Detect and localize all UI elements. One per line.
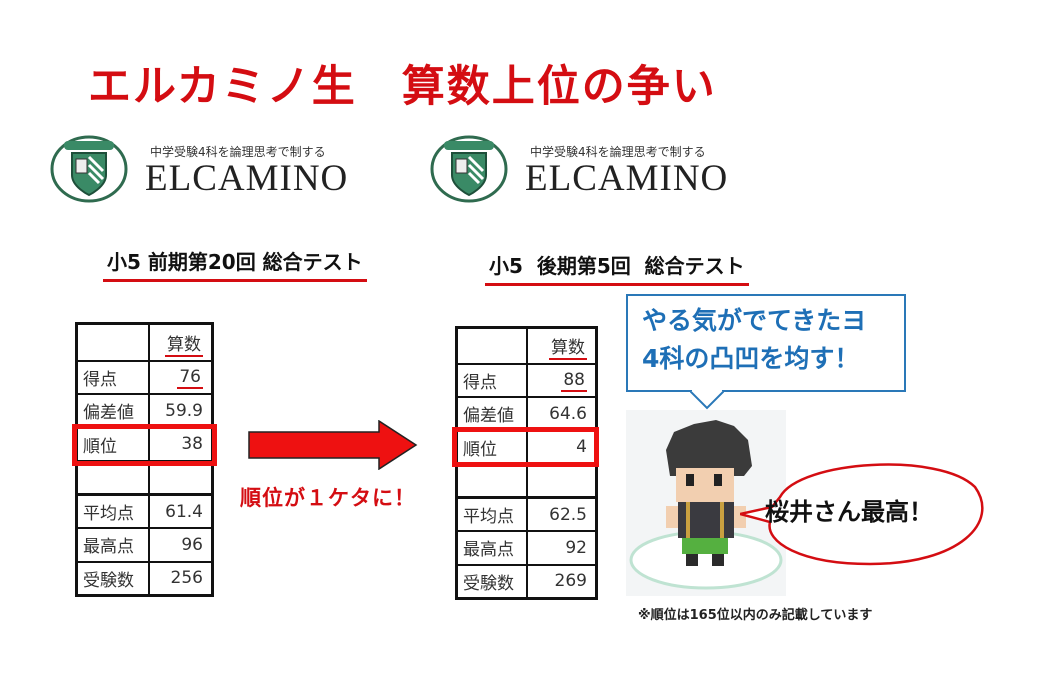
row-label	[75, 460, 150, 496]
logo-brand: ELCAMINO	[525, 158, 729, 199]
table-row: 算数	[75, 322, 214, 362]
footnote: ※順位は165位以内のみ記載しています	[638, 608, 873, 623]
row-label: 受験数	[455, 563, 528, 599]
page-title: エルカミノ生 算数上位の争い	[88, 62, 717, 112]
row-label: 得点	[75, 359, 150, 395]
row-value: 96	[147, 527, 214, 563]
table-row	[455, 463, 598, 499]
table-row	[75, 460, 214, 496]
logo-brand: ELCAMINO	[145, 158, 349, 199]
row-value: 38	[147, 426, 214, 462]
row-label: 偏差値	[75, 393, 150, 429]
pixel-character-avatar	[626, 410, 786, 596]
red-speech-bubble	[740, 463, 984, 566]
right-arrow-icon	[248, 420, 418, 470]
row-label: 平均点	[75, 493, 150, 529]
row-value	[147, 460, 214, 496]
table-row: 得点 88	[455, 362, 598, 398]
row-value: 256	[147, 560, 214, 596]
blue-speech-bubble: やる気がでてきたヨ 4科の凸凹を均す！	[626, 294, 906, 392]
rank-highlight-left	[72, 424, 217, 466]
row-value: 61.4	[147, 493, 214, 529]
row-value: 76	[177, 367, 203, 390]
row-value: 62.5	[525, 496, 598, 532]
row-label: 得点	[455, 362, 528, 398]
left-test-heading: 小5 前期第20回 総合テスト	[103, 246, 367, 282]
row-value: 269	[525, 563, 598, 599]
logo-tagline: 中学受験4科を論理思考で制する	[530, 145, 706, 159]
row-label: 順位	[455, 429, 528, 465]
rank-highlight-right	[452, 427, 599, 467]
row-label: 順位	[75, 426, 150, 462]
speech-line-1: やる気がでてきたヨ	[642, 306, 867, 335]
row-label: 最高点	[455, 530, 528, 566]
crest-icon	[430, 135, 508, 203]
subject-header: 算数	[549, 338, 587, 361]
right-test-heading: 小5 後期第5回 総合テスト	[485, 250, 749, 286]
crest-icon	[50, 135, 128, 203]
row-value: 59.9	[147, 393, 214, 429]
row-label: 偏差値	[455, 396, 528, 432]
table-row: 得点 76	[75, 359, 214, 395]
row-label: 最高点	[75, 527, 150, 563]
speech-line-2: 4科の凸凹を均す！	[642, 344, 860, 373]
subject-header: 算数	[165, 334, 203, 357]
logo-tagline: 中学受験4科を論理思考で制する	[150, 145, 326, 159]
row-label: 平均点	[455, 496, 528, 532]
row-value: 92	[525, 530, 598, 566]
table-row: 算数	[455, 326, 598, 365]
red-speech-text: 桜井さん最高！	[765, 498, 933, 526]
row-label	[455, 463, 528, 499]
row-value	[525, 463, 598, 499]
arrow-caption: 順位が１ケタに！	[240, 486, 416, 510]
row-value: 88	[561, 370, 587, 393]
row-value: 64.6	[525, 396, 598, 432]
row-label: 受験数	[75, 560, 150, 596]
elcamino-logo-right: 中学受験4科を論理思考で制する ELCAMINO	[430, 135, 760, 205]
bubble-tail	[690, 390, 724, 410]
elcamino-logo-left: 中学受験4科を論理思考で制する ELCAMINO	[50, 135, 380, 205]
